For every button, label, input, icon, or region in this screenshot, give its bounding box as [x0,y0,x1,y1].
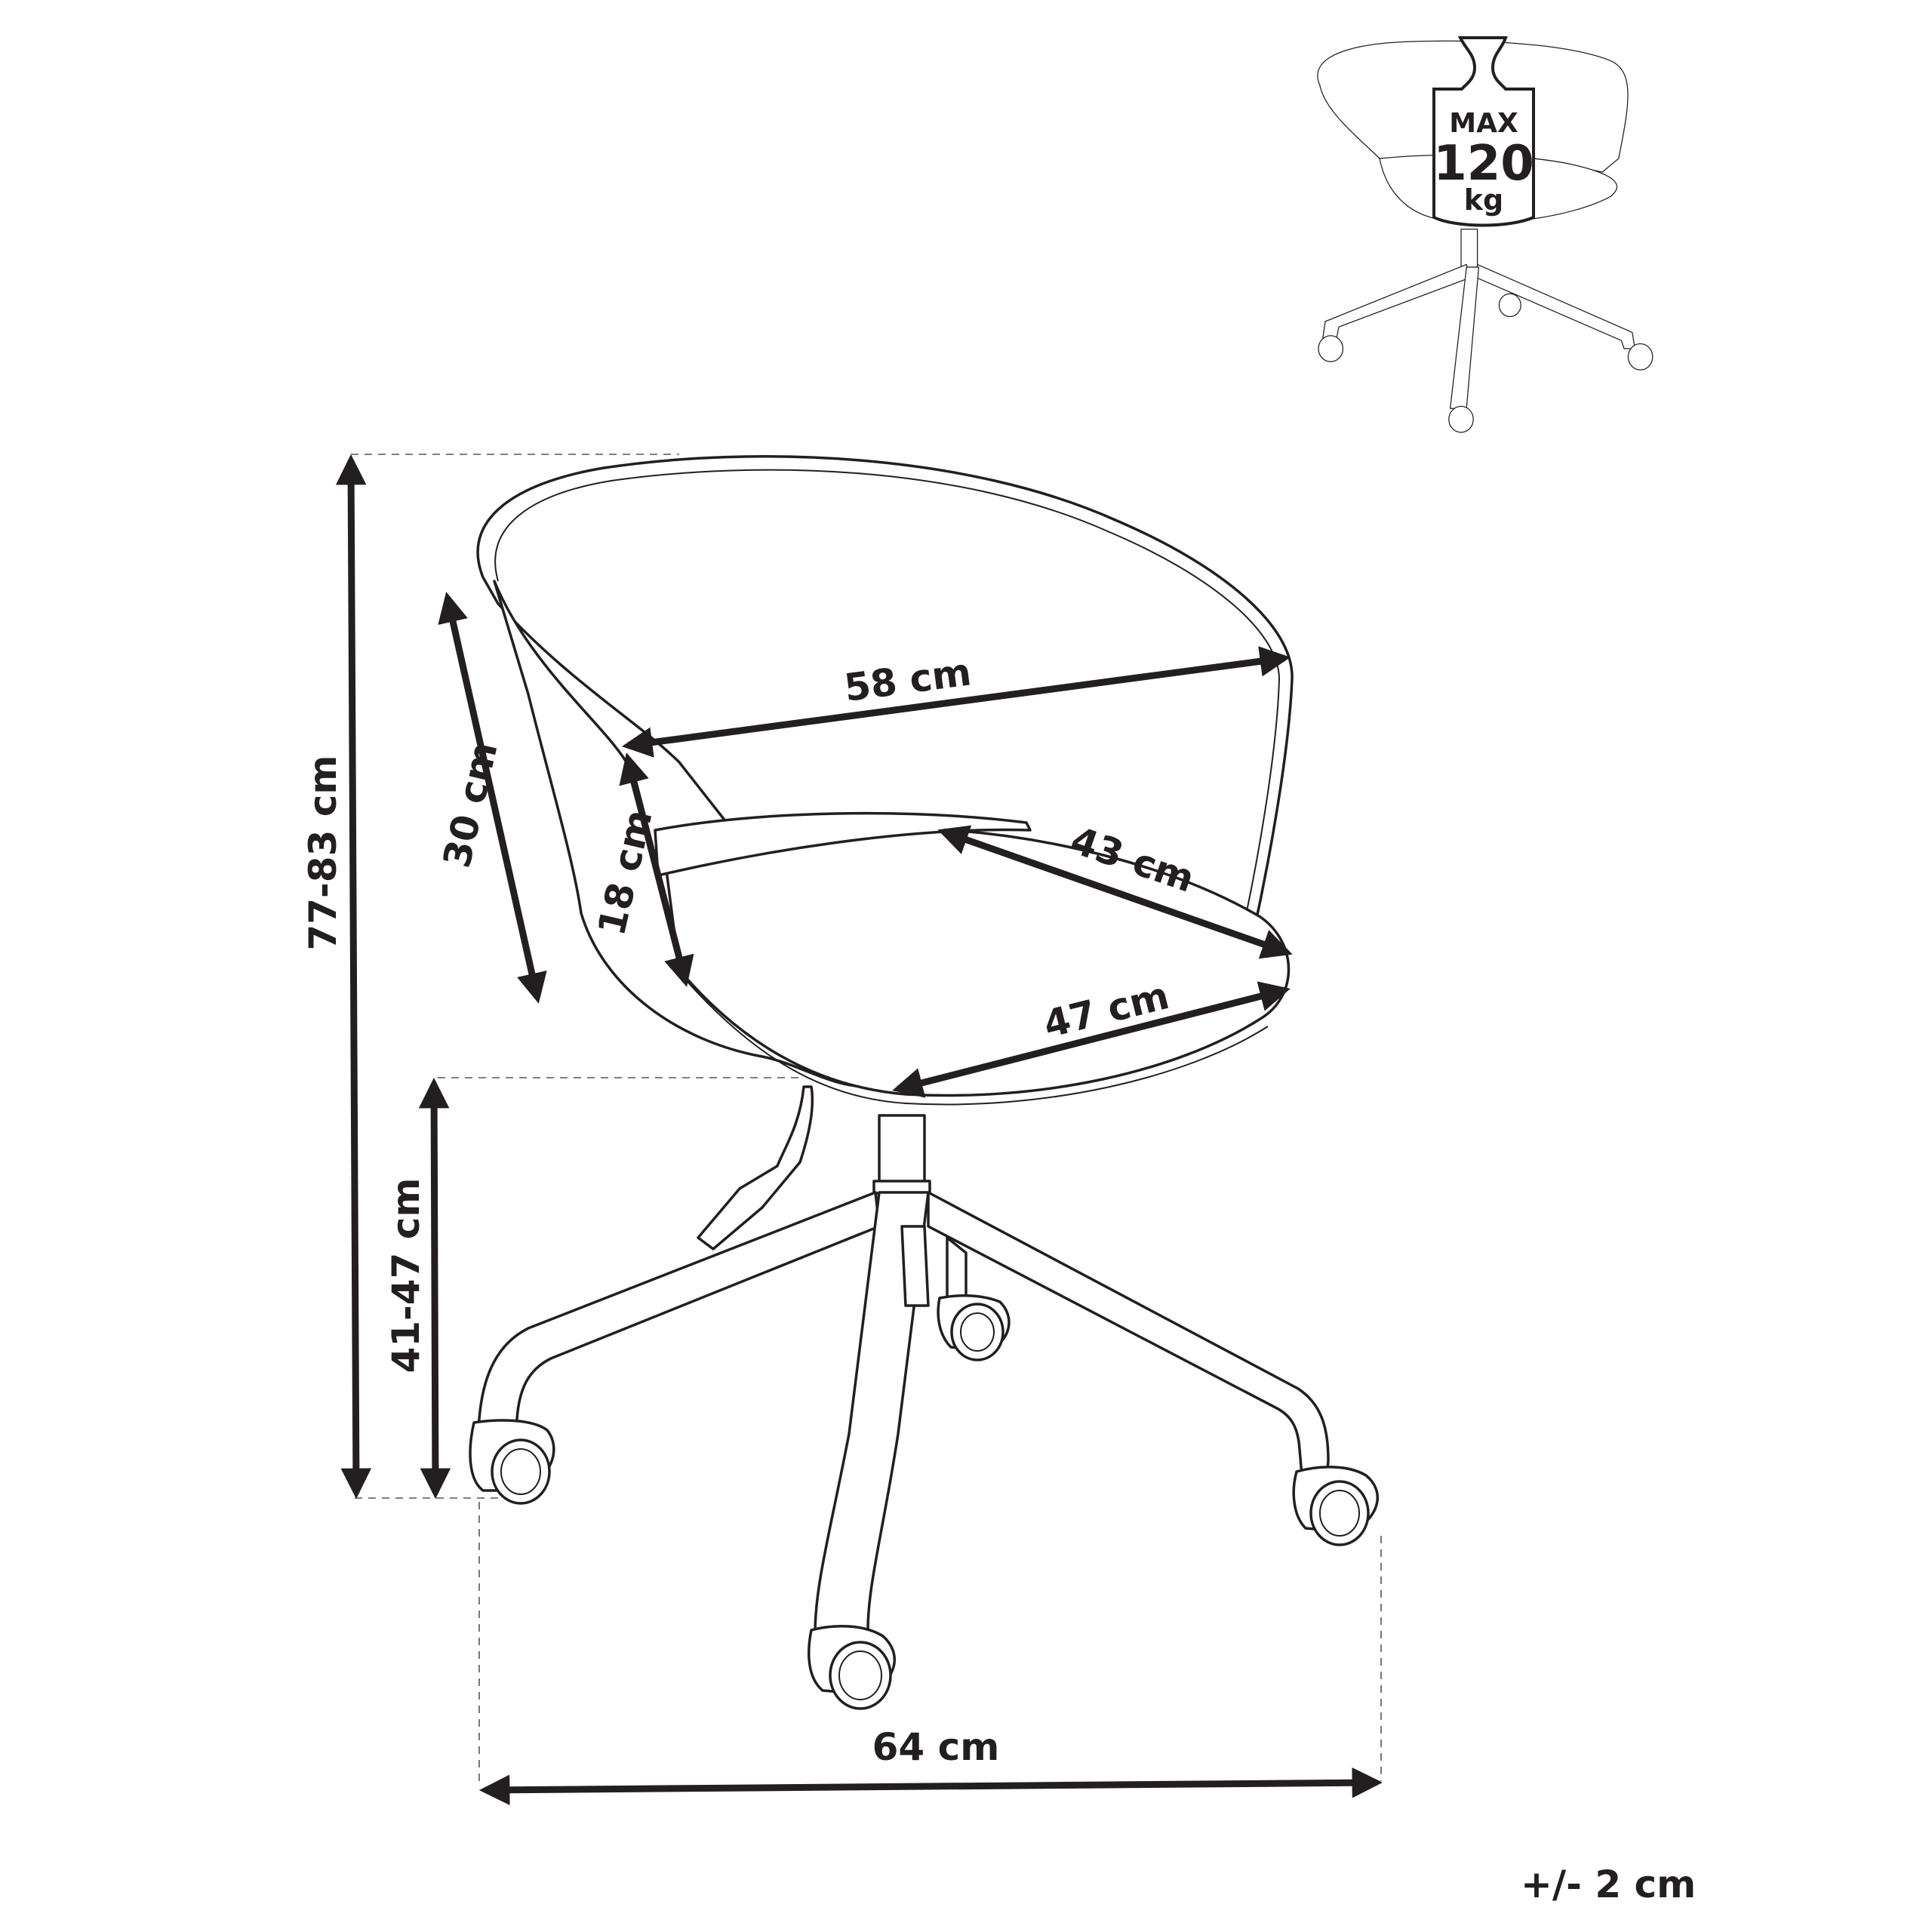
max-load-unit: kg [1464,183,1503,217]
chair-caster-left [469,1419,555,1505]
base-width-label: 64 cm [872,1725,1000,1769]
total-height-arrow [335,454,372,1500]
base-width-arrow [478,1767,1383,1805]
main-chair-drawing [469,455,1379,1710]
chair-base-leg-left [475,1191,881,1462]
max-load-value: 120 [1433,136,1534,192]
chair-base-leg-back-2 [946,1236,968,1303]
chair-gas-lift-top [878,1114,926,1185]
chair-caster-front [808,1625,896,1710]
weight-icon-shape [1432,36,1535,227]
chair-caster-back [937,1294,1011,1361]
chair-height-lever [697,1085,814,1251]
seat-height-label: 41-47 cm [384,1177,428,1373]
max-load-label: MAX [1449,108,1518,139]
armrest-height-arrow [619,752,694,987]
seat-width-arrow [892,981,1291,1098]
backrest-width-arrow [621,646,1291,758]
seat-depth-arrow [937,825,1293,959]
weight-icon: MAX 120 kg [1432,36,1535,227]
dimension-arrows [335,454,1383,1805]
chair-caster-right [1292,1466,1379,1546]
seat-height-arrow [418,1077,451,1500]
total-height-label: 77-83 cm [301,755,345,950]
backrest-height-arrow [438,592,547,1004]
tolerance-note: +/- 2 cm [1521,1863,1697,1906]
chair-base-leg-back [900,1225,930,1307]
